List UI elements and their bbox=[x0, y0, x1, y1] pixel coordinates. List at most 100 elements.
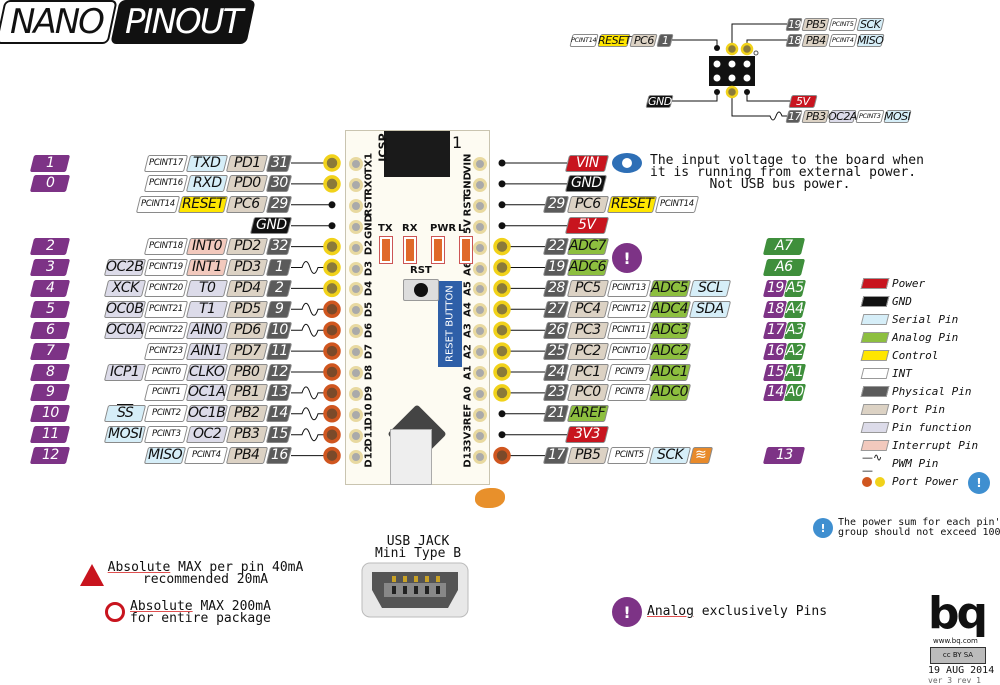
left-int-tag: PCINT20 bbox=[143, 279, 189, 297]
legend-label: Power bbox=[892, 277, 926, 290]
right-analog-tag-text: ADC1 bbox=[651, 363, 689, 380]
right-power-tag: 3V3 bbox=[564, 426, 610, 444]
right-int-tag-text: PCINT5 bbox=[614, 450, 644, 461]
left-function-tag: OC1B bbox=[185, 405, 229, 423]
right-port-tag: PB5 bbox=[566, 447, 610, 465]
icsp-power-tag-text: 5V bbox=[796, 94, 810, 108]
board-pin bbox=[473, 345, 487, 360]
right-physical-tag-text: 17 bbox=[547, 447, 565, 464]
left-pin bbox=[323, 384, 341, 402]
board-pin-label: D13 bbox=[462, 444, 474, 468]
legend-swatch bbox=[862, 476, 888, 487]
icsp-port-tag-text: PC6 bbox=[633, 33, 654, 47]
legend-swatch bbox=[860, 422, 890, 433]
icsp-physical-tag-text: 17 bbox=[787, 109, 801, 123]
right-pin bbox=[493, 300, 511, 319]
left-int-tag: PCINT0 bbox=[143, 363, 189, 381]
left-serial-tag-text: TXD bbox=[193, 154, 221, 171]
left-function-tag-text: OC1A bbox=[188, 384, 226, 401]
analog-note-b: exclusively Pins bbox=[693, 604, 828, 619]
board-pin bbox=[349, 428, 363, 443]
board-pin bbox=[473, 386, 487, 401]
cc-license-badge: cc BY SA bbox=[930, 647, 986, 664]
package-note-c: for entire package bbox=[130, 611, 271, 626]
right-serial-tag: SCK bbox=[648, 447, 692, 465]
legend-item-gnd: GND bbox=[860, 295, 912, 308]
right-serial-tag: SCL bbox=[688, 279, 732, 297]
reset-button[interactable] bbox=[403, 279, 439, 301]
icsp-physical-tag: 17 bbox=[785, 109, 803, 123]
arduino-pin-label-text: 3 bbox=[45, 259, 55, 275]
legend-item-pwm: —∿—PWM Pin bbox=[862, 451, 939, 477]
legend-swatch bbox=[860, 278, 890, 289]
left-pin bbox=[323, 405, 341, 423]
arduino-pin-label-text: 18 bbox=[766, 300, 784, 317]
left-function-tag-text: OC2B bbox=[106, 259, 144, 275]
right-int-tag-text: PCINT8 bbox=[614, 387, 644, 398]
left-physical-tag: 10 bbox=[265, 321, 293, 339]
icsp-port-tag-text: PB4 bbox=[805, 33, 826, 47]
right-gnd-tag-text: GND bbox=[570, 175, 602, 192]
icsp-serial-tag: MISO bbox=[856, 33, 885, 47]
right-port-tag-text: PC6 bbox=[575, 196, 601, 213]
analog-warning-icon: ! bbox=[612, 243, 642, 273]
arduino-pin-label-text: 19 bbox=[766, 279, 784, 296]
left-physical-tag-text: 1 bbox=[274, 259, 284, 275]
left-physical-tag-text: 30 bbox=[270, 175, 288, 192]
reset-button-label: RESET BUTTON bbox=[438, 281, 462, 367]
left-port-tag: PD1 bbox=[225, 154, 269, 172]
led-label: PWR bbox=[430, 223, 457, 234]
left-physical-tag: 13 bbox=[265, 384, 293, 402]
right-int-tag-text: PCINT9 bbox=[614, 366, 644, 377]
right-analog-tag-text: ADC5 bbox=[651, 279, 689, 296]
left-function-tag: T0 bbox=[185, 279, 229, 297]
board-pin bbox=[349, 303, 363, 318]
legend-label: INT bbox=[892, 367, 912, 380]
left-physical-tag: 11 bbox=[265, 342, 293, 360]
right-pin bbox=[493, 342, 511, 360]
analog-pin-label: A3 bbox=[783, 321, 807, 339]
left-port-tag-text: PD0 bbox=[233, 175, 261, 192]
left-pin bbox=[323, 342, 341, 360]
board-pin bbox=[349, 219, 363, 234]
right-pin bbox=[493, 384, 511, 402]
legend-label: Physical Pin bbox=[892, 385, 972, 398]
left-function-tag: OC2B bbox=[103, 259, 147, 276]
right-physical-tag: 19 bbox=[542, 259, 570, 276]
left-function-tag-text: OC0B bbox=[106, 300, 144, 317]
legend-item-analog: Analog Pin bbox=[860, 331, 958, 344]
right-int-tag-text: PCINT10 bbox=[612, 345, 646, 356]
right-dot bbox=[498, 180, 506, 188]
left-port-tag: PD7 bbox=[225, 342, 269, 360]
right-port-tag-text: PC5 bbox=[575, 279, 601, 296]
bq-url[interactable]: www.bq.com bbox=[933, 637, 978, 645]
right-analog-tag: ADC5 bbox=[648, 279, 692, 297]
board-pin bbox=[473, 240, 487, 255]
left-interrupt-tag: INT1 bbox=[185, 259, 229, 276]
arduino-pin-label-text: 2 bbox=[45, 238, 55, 255]
right-port-tag: PC3 bbox=[566, 321, 610, 339]
legend-label: PWM Pin bbox=[892, 457, 939, 470]
right-physical-tag: 28 bbox=[542, 279, 570, 297]
left-interrupt-tag-text: INT1 bbox=[191, 259, 223, 275]
board-pin bbox=[349, 324, 363, 339]
left-port-tag: PD5 bbox=[225, 300, 269, 318]
right-analog-tag-text: ADC0 bbox=[651, 384, 689, 401]
icsp-int-tag: PCINT3 bbox=[855, 109, 885, 123]
board-pin bbox=[473, 198, 487, 213]
left-int-tag-text: PCINT19 bbox=[149, 262, 183, 272]
analog-pin-label: A7 bbox=[762, 238, 806, 256]
left-int-tag-text: PCINT23 bbox=[149, 345, 183, 356]
arduino-pin-label: 9 bbox=[29, 384, 71, 402]
board-pin bbox=[349, 240, 363, 255]
left-physical-tag: 1 bbox=[265, 259, 293, 276]
right-int-tag: PCINT12 bbox=[606, 300, 652, 318]
version: ver 3 rev 1 bbox=[928, 676, 981, 685]
icsp-physical-tag: 18 bbox=[785, 33, 803, 47]
right-physical-tag: 21 bbox=[542, 405, 570, 423]
arduino-pin-label-text: 0 bbox=[45, 175, 55, 192]
right-port-tag-text: PB5 bbox=[575, 447, 601, 464]
arduino-pin-label-text: 12 bbox=[41, 447, 59, 464]
left-physical-tag-text: 29 bbox=[270, 196, 288, 213]
left-wire bbox=[291, 302, 332, 316]
